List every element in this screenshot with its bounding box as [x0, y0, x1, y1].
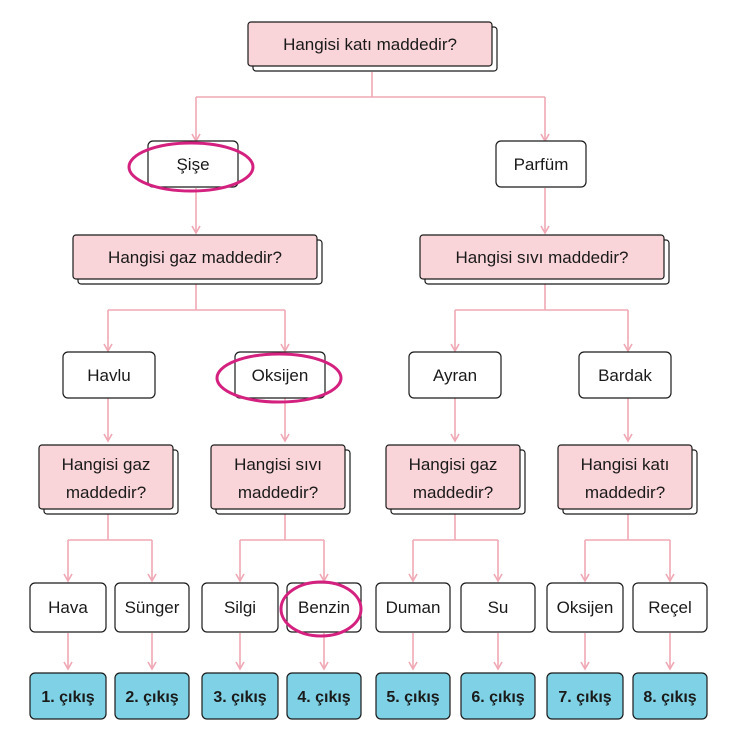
answer-text-ayran: Ayran: [433, 366, 477, 385]
question-text-left: Hangisi gaz maddedir?: [108, 248, 282, 267]
connector-lines: [63, 72, 675, 671]
connector-q3-split: [413, 512, 498, 541]
question-q1-line1: Hangisi gaz: [62, 455, 151, 474]
output-node-8: 8. çıkış: [632, 672, 708, 720]
question-node-left: Hangisi gaz maddedir?: [72, 234, 323, 285]
question-q1-line2: maddedir?: [66, 483, 146, 502]
output-text-7: 7. çıkış: [558, 689, 611, 706]
question-node-q2: Hangisi sıvı maddedir?: [210, 444, 351, 515]
root-question-node: Hangisi katı maddedir?: [247, 21, 498, 72]
leaf-text-silgi: Silgi: [224, 598, 256, 617]
output-text-4: 4. çıkış: [297, 689, 350, 706]
connector-rightq-split: [455, 284, 628, 311]
answer-node-ayran: Ayran: [408, 351, 502, 399]
leaf-node-oksijen: Oksijen: [546, 582, 624, 633]
highlight-circle-sise: [127, 141, 255, 193]
leaf-node-silgi: Silgi: [201, 582, 279, 633]
connector-q4-split: [585, 512, 670, 541]
answer-node-bardak: Bardak: [578, 351, 672, 399]
output-node-4: 4. çıkış: [286, 672, 362, 720]
highlight-circle-benzin: [279, 580, 363, 638]
output-node-5: 5. çıkış: [375, 672, 451, 720]
output-node-3: 3. çıkış: [201, 672, 279, 720]
question-q2-line2: maddedir?: [238, 483, 318, 502]
leaf-text-su: Su: [488, 598, 509, 617]
output-node-6: 6. çıkış: [460, 672, 536, 720]
leaf-node-hava: Hava: [29, 582, 107, 633]
question-node-q4: Hangisi katı maddedir?: [557, 444, 698, 515]
highlight-circle-oksijen: [215, 352, 343, 404]
connector-leftq-split: [108, 284, 285, 311]
output-text-2: 2. çıkış: [125, 689, 178, 706]
question-q4-line1: Hangisi katı: [581, 455, 670, 474]
connector-root-split: [196, 72, 545, 98]
question-q2-line1: Hangisi sıvı: [234, 455, 322, 474]
question-q4-line2: maddedir?: [585, 483, 665, 502]
output-text-5: 5. çıkış: [386, 689, 439, 706]
question-node-q3: Hangisi gaz maddedir?: [385, 444, 526, 515]
leaf-text-hava: Hava: [48, 598, 88, 617]
leaf-text-benzin: Benzin: [298, 598, 350, 617]
answer-node-oksijen: Oksijen: [215, 351, 343, 404]
leaf-text-oksijen: Oksijen: [557, 598, 614, 617]
answer-text-parfum: Parfüm: [514, 155, 569, 174]
output-text-8: 8. çıkış: [643, 689, 696, 706]
answer-text-oksijen: Oksijen: [252, 366, 309, 385]
leaf-text-recel: Reçel: [648, 598, 691, 617]
leaf-node-sunger: Sünger: [114, 582, 190, 633]
output-text-1: 1. çıkış: [41, 689, 94, 706]
question-q3-line2: maddedir?: [413, 483, 493, 502]
output-text-3: 3. çıkış: [213, 689, 266, 706]
output-node-7: 7. çıkış: [546, 672, 624, 720]
question-text-right: Hangisi sıvı maddedir?: [456, 248, 629, 267]
output-node-2: 2. çıkış: [114, 672, 190, 720]
leaf-text-sunger: Sünger: [125, 598, 180, 617]
answer-text-sise: Şişe: [176, 155, 209, 174]
output-text-6: 6. çıkış: [471, 689, 524, 706]
leaf-node-duman: Duman: [375, 582, 451, 633]
answer-node-parfum: Parfüm: [495, 140, 587, 188]
answer-node-sise: Şişe: [127, 140, 255, 193]
connector-q2-split: [240, 512, 324, 541]
root-question-text: Hangisi katı maddedir?: [283, 35, 457, 54]
leaf-node-su: Su: [460, 582, 536, 633]
connector-q1-split: [68, 512, 152, 541]
answer-node-havlu: Havlu: [62, 351, 156, 399]
leaf-text-duman: Duman: [386, 598, 441, 617]
leaf-node-recel: Reçel: [632, 582, 708, 633]
leaf-node-benzin: Benzin: [279, 580, 363, 638]
question-node-right: Hangisi sıvı maddedir?: [419, 234, 670, 285]
answer-text-havlu: Havlu: [87, 366, 130, 385]
answer-text-bardak: Bardak: [598, 366, 652, 385]
question-node-q1: Hangisi gaz maddedir?: [38, 444, 179, 515]
question-q3-line1: Hangisi gaz: [409, 455, 498, 474]
output-node-1: 1. çıkış: [29, 672, 107, 720]
